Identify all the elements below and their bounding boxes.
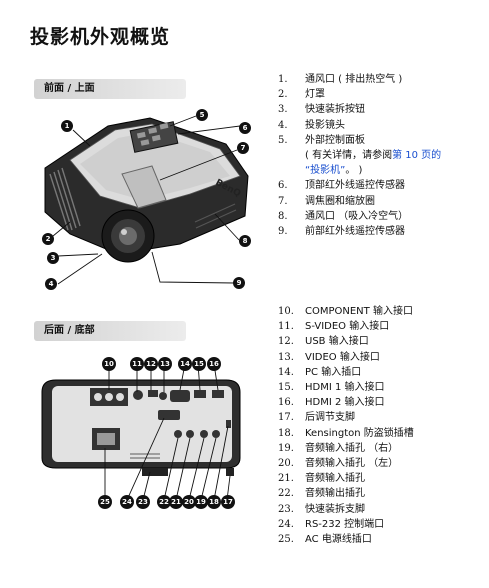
callout-3: 3 [47,252,59,264]
list-item: 14.PC 输入插口 [278,366,362,378]
callout-19: 19 [194,495,208,509]
page-title: 投影机外观概览 [30,26,171,48]
list-item: 13.VIDEO 输入接口 [278,351,380,363]
svg-text:22: 22 [159,498,169,506]
callout-12: 12 [144,357,158,371]
callout-20: 20 [182,495,196,509]
svg-text:17: 17 [223,498,233,506]
svg-text:2: 2 [46,235,51,243]
list-item: 5.外部控制面板 [278,134,365,146]
callout-15: 15 [192,357,206,371]
callout-5: 5 [196,109,208,121]
list-item: 10.COMPONENT 输入接口 [278,306,413,317]
callout-24: 24 [120,495,134,509]
list-item: 24.RS-232 控制端口 [278,518,385,530]
front-parts-list: 1.通风口 ( 排出热空气 ) 2.灯罩 3.快速装拆按钮 4.投影镜头 5.外… [278,72,441,239]
list-item-note: ( 有关详情，请参阅第 10 页的 [305,150,442,162]
list-item: 6.顶部红外线遥控传感器 [278,180,405,192]
list-item: 20.音频输入插孔 （左） [278,458,399,470]
list-item-note: “投影机”。 ) [305,165,363,177]
svg-text:6: 6 [243,124,248,132]
rear-view-figure: 10 11 12 13 14 15 16 25 24 23 22 21 20 1… [41,357,241,509]
list-item: 17.后调节支脚 [278,412,355,424]
rear-parts-list: 10.COMPONENT 输入接口 11.S-VIDEO 输入接口 12.USB… [278,304,414,547]
callout-23: 23 [136,495,150,509]
callout-9: 9 [233,277,245,289]
list-item: 7.调焦圈和缩放圈 [278,195,375,207]
projector-link[interactable]: “投影机” [305,165,346,177]
svg-text:19: 19 [196,498,206,506]
callout-13: 13 [158,357,172,371]
svg-text:1: 1 [65,122,70,130]
list-item: 25.AC 电源线插口 [278,534,372,546]
list-item: 18.Kensington 防盗锁插槽 [278,427,414,439]
list-item: 4.投影镜头 [278,119,345,131]
svg-text:10: 10 [104,360,114,368]
callout-17: 17 [221,495,235,509]
svg-text:14: 14 [180,360,190,368]
callout-25: 25 [98,495,112,509]
svg-text:25: 25 [100,498,110,506]
callout-16: 16 [207,357,221,371]
list-item: 21.音频输入插孔 [278,473,365,485]
callout-8: 8 [239,235,251,247]
rear-section-heading: 后面 / 底部 [34,321,186,341]
callout-4: 4 [45,278,57,290]
callout-10: 10 [102,357,116,371]
callout-22: 22 [157,495,171,509]
svg-text:12: 12 [146,360,156,368]
front-section-heading: 前面 / 上面 [34,79,186,99]
callout-21: 21 [169,495,183,509]
callout-2: 2 [42,233,54,245]
svg-text:20: 20 [184,498,194,506]
list-item: 19.音频输入插孔 （右） [278,442,399,454]
page-link[interactable]: 第 10 页的 [392,150,442,162]
svg-text:7: 7 [241,144,246,152]
svg-text:16: 16 [209,360,219,368]
svg-text:3: 3 [51,254,56,262]
svg-text:4: 4 [49,280,54,288]
list-item: 3.快速装拆按钮 [278,104,365,116]
svg-text:9: 9 [237,279,242,287]
callout-7: 7 [237,142,249,154]
svg-text:11: 11 [132,360,142,368]
svg-text:13: 13 [160,360,170,368]
list-item: 8.通风口 （吸入冷空气） [278,210,409,222]
list-item: 23.快速装拆支脚 [278,503,365,515]
list-item: 2.灯罩 [278,89,325,101]
callout-1: 1 [61,120,73,132]
callout-11: 11 [130,357,144,371]
svg-text:24: 24 [122,498,132,506]
front-view-figure: BenQ 1 2 3 4 5 6 7 8 9 [42,109,251,290]
callout-18: 18 [207,495,221,509]
list-item: 11.S-VIDEO 输入接口 [278,321,390,333]
svg-text:21: 21 [171,498,181,506]
callout-14: 14 [178,357,192,371]
svg-text:5: 5 [200,111,205,119]
list-item: 16.HDMI 2 输入接口 [278,397,385,409]
list-item: 12.USB 输入接口 [278,336,369,348]
svg-text:23: 23 [138,498,148,506]
svg-text:15: 15 [194,360,204,368]
svg-text:18: 18 [209,498,219,506]
list-item: 15.HDMI 1 输入接口 [278,382,385,394]
callout-6: 6 [239,122,251,134]
list-item: 9.前部红外线遥控传感器 [278,226,405,238]
list-item: 22.音频输出插孔 [278,488,365,500]
list-item: 1.通风口 ( 排出热空气 ) [278,74,403,85]
svg-text:8: 8 [243,237,248,245]
